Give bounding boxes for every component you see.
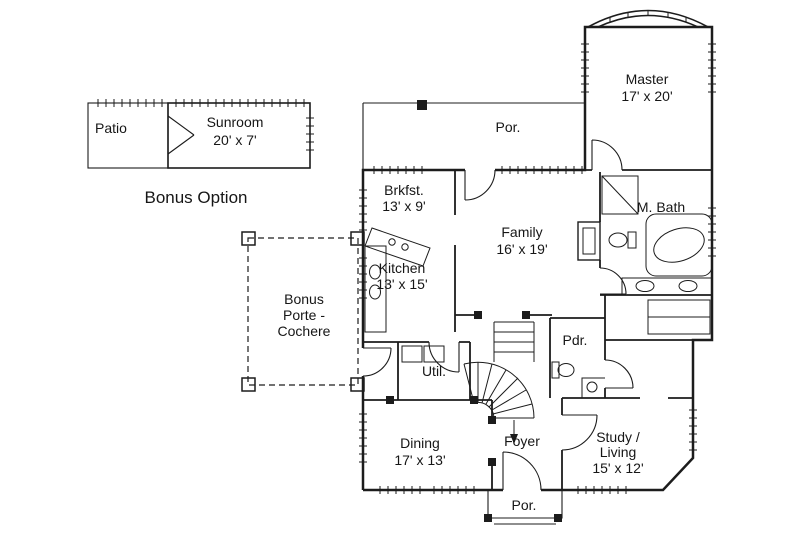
bath-fixtures bbox=[601, 175, 713, 296]
kitchen-sink bbox=[369, 264, 381, 280]
bay-window bbox=[587, 9, 709, 28]
label-study-3: 15' x 12' bbox=[592, 460, 643, 476]
label-porch-bottom: Por. bbox=[512, 497, 537, 513]
label-study-1: Study / bbox=[596, 429, 640, 445]
label-sunroom-name: Sunroom bbox=[207, 114, 264, 130]
label-breakfast-name: Brkfst. bbox=[384, 182, 424, 198]
window-ticks bbox=[97, 43, 716, 494]
porch-column bbox=[417, 100, 427, 110]
label-master-name: Master bbox=[626, 71, 669, 87]
powder-sink bbox=[586, 381, 598, 393]
fireplace bbox=[577, 221, 601, 261]
label-kitchen-dims: 13' x 15' bbox=[376, 276, 427, 292]
sunroom-outline bbox=[167, 102, 311, 169]
label-porte-cochere-3: Cochere bbox=[278, 323, 331, 339]
label-master-bath: M. Bath bbox=[637, 199, 685, 215]
powder-door bbox=[604, 359, 634, 389]
washer bbox=[401, 345, 423, 363]
label-porch-top: Por. bbox=[496, 119, 521, 135]
powder-fixtures bbox=[551, 361, 605, 398]
sunroom-door bbox=[167, 115, 195, 155]
utility-fixtures bbox=[401, 345, 445, 363]
label-porte-cochere-1: Bonus bbox=[284, 291, 324, 307]
label-dining-name: Dining bbox=[400, 435, 440, 451]
label-powder: Pdr. bbox=[563, 332, 588, 348]
label-kitchen-name: Kitchen bbox=[379, 260, 426, 276]
toilet bbox=[627, 231, 637, 249]
powder-toilet bbox=[551, 361, 560, 379]
label-porte-cochere-2: Porte - bbox=[283, 307, 325, 323]
porte-cochere-outline bbox=[241, 231, 365, 392]
label-family-name: Family bbox=[501, 224, 542, 240]
label-foyer: Foyer bbox=[504, 433, 540, 449]
label-dining-dims: 17' x 13' bbox=[394, 452, 445, 468]
front-door bbox=[502, 451, 542, 491]
kitchen-counter bbox=[364, 245, 387, 333]
master-door bbox=[591, 139, 623, 171]
label-breakfast-dims: 13' x 9' bbox=[382, 198, 425, 214]
dryer bbox=[423, 345, 445, 363]
interior-walls bbox=[363, 169, 712, 490]
label-utility: Util. bbox=[422, 363, 446, 379]
label-patio: Patio bbox=[95, 120, 127, 136]
utility-door bbox=[428, 341, 460, 373]
columns bbox=[386, 311, 562, 522]
porch-door bbox=[464, 169, 496, 201]
shower bbox=[601, 175, 639, 215]
label-study-2: Living bbox=[600, 444, 637, 460]
label-master-dims: 17' x 20' bbox=[621, 88, 672, 104]
label-sunroom-dims: 20' x 7' bbox=[213, 132, 256, 148]
tub-platform bbox=[645, 213, 713, 277]
tub bbox=[653, 227, 705, 263]
doors bbox=[362, 139, 634, 491]
front-porch-outline bbox=[487, 490, 563, 525]
kitchen-island bbox=[364, 227, 431, 267]
label-bonus-option: Bonus Option bbox=[144, 188, 247, 207]
closet bbox=[647, 299, 711, 335]
vanity bbox=[621, 277, 713, 296]
kitchen-fixtures bbox=[364, 227, 431, 333]
side-door bbox=[362, 347, 392, 377]
study-door bbox=[561, 414, 598, 451]
label-family-dims: 16' x 19' bbox=[496, 241, 547, 257]
porch-top-outline bbox=[362, 100, 586, 170]
stairs bbox=[463, 321, 535, 444]
